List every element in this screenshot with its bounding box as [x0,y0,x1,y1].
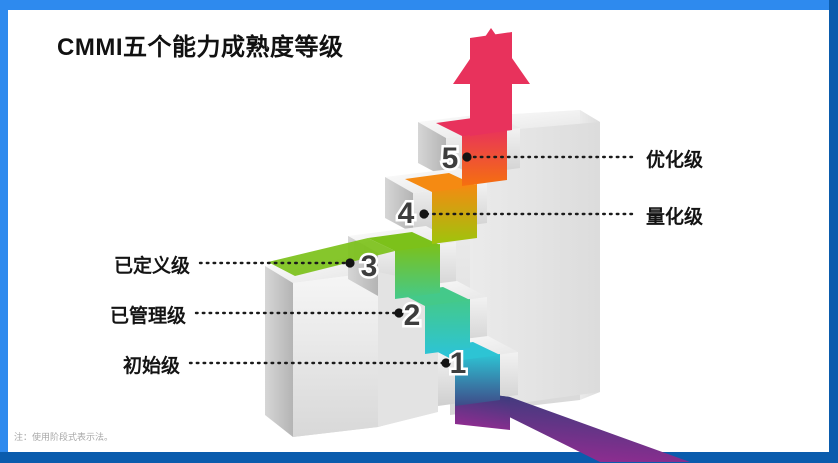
level-label-5[interactable]: 优化级 [646,150,704,171]
level-label-1[interactable]: 初始级 [122,356,180,377]
leader-dot-1 [441,358,451,368]
leader-dot-2 [394,308,404,318]
frame-border-left [0,0,8,463]
page-title: CMMI五个能力成熟度等级 [57,34,344,61]
step-numbers: 5 4 3 2 1 [358,140,469,383]
frame-border-right [829,0,838,463]
step-number-5: 5 [442,142,459,175]
level-label-2[interactable]: 已管理级 [109,306,186,327]
level-label-3[interactable]: 已定义级 [113,256,190,277]
step-number-3: 3 [361,250,378,283]
leader-lines [188,155,634,365]
base-block-right-face [378,272,438,427]
leader-dot-4 [419,209,429,219]
leader-dot-3 [345,258,355,268]
up-arrow-icon [453,28,530,122]
step-number-4: 4 [398,197,415,230]
leader-dot-5 [462,152,472,162]
leader-dots [345,152,472,368]
frame-border-bottom [0,452,838,463]
frame-border-top [0,0,838,10]
step-number-2: 2 [404,299,421,332]
footnote: 注：使用阶段式表示法。 [14,432,114,442]
step-number-1: 1 [450,347,467,380]
level-label-4[interactable]: 量化级 [646,207,704,228]
